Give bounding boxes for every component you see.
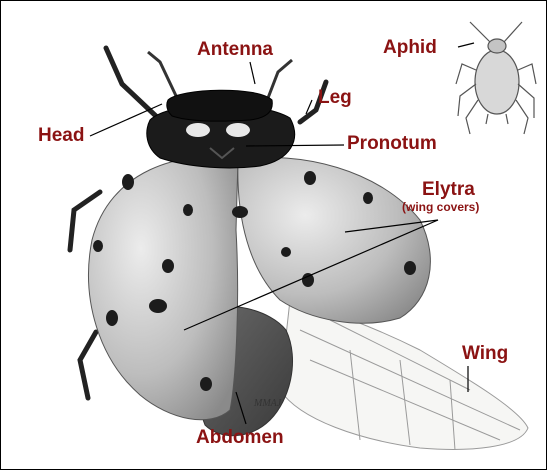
antenna-right (268, 60, 292, 98)
front-left-leg (106, 48, 158, 118)
aphid-leader (458, 43, 474, 47)
label-wing: Wing (462, 344, 508, 363)
label-elytra: Elytra (422, 180, 475, 199)
label-head: Head (38, 126, 84, 145)
label-leg: Leg (318, 88, 352, 107)
label-pronotum: Pronotum (347, 134, 437, 153)
label-antenna: Antenna (197, 40, 273, 59)
pronotum-mark-right (226, 123, 250, 137)
label-abdomen: Abdomen (196, 428, 284, 447)
head-shape (167, 90, 272, 121)
label-aphid: Aphid (383, 38, 437, 57)
hind-wing (280, 300, 528, 450)
antenna-left (148, 52, 178, 100)
artist-signature: MMAJ (254, 398, 281, 409)
antenna-leader (250, 62, 255, 84)
rear-left-leg (80, 332, 96, 398)
label-elytra-sub: (wing covers) (402, 201, 479, 213)
right-elytron (238, 158, 431, 324)
left-elytron (89, 156, 238, 419)
aphid-illustration (456, 22, 536, 134)
pronotum-mark-left (186, 123, 210, 137)
